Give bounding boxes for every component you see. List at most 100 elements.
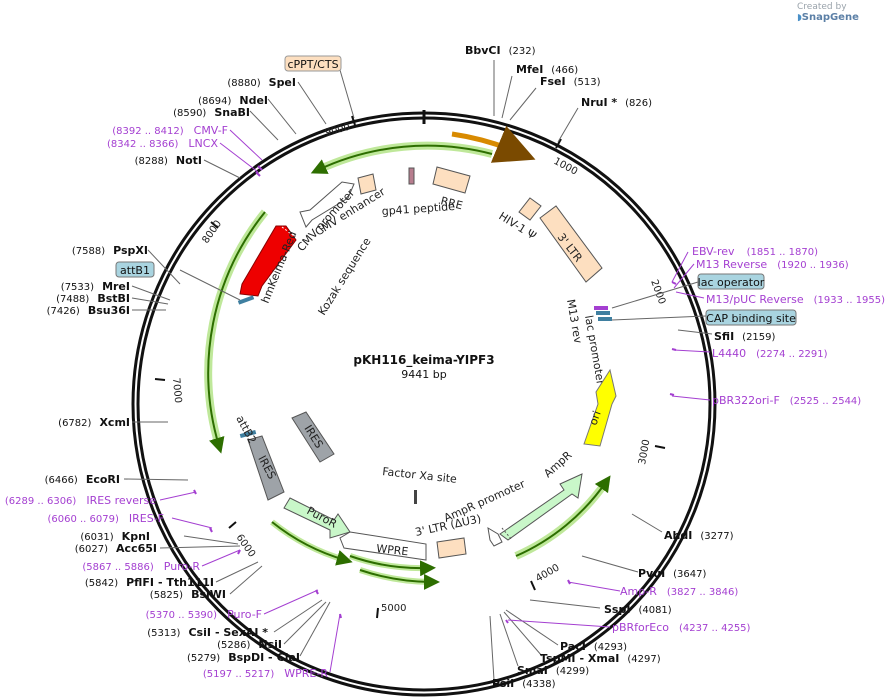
leader-mrei [131,285,171,301]
leader-snabi [249,110,279,141]
leader-cap [611,315,707,321]
arc-bottom-3-core [359,569,440,590]
feature-hiv-psi [518,197,542,221]
mark-pbrforeco [505,619,509,624]
tick-5000 [376,607,379,619]
keima-start-line [281,226,295,237]
mark-cmv-f [257,165,263,171]
leader-ahdi [631,513,663,533]
leader-lncx [219,142,259,173]
site-spei: (8880)SpeI [227,76,296,89]
primer-marks [193,165,677,624]
site-mrei: (7533)MreI [61,280,130,293]
tick-7000 [154,378,166,381]
label-ampr: AmpR [541,448,574,480]
leader-kpni [183,535,239,545]
feature-puror [283,497,351,539]
arc-bottom-1-core [271,521,353,566]
mark-l4440 [671,348,677,351]
mark-ampr [567,579,571,585]
feature-rre [432,166,471,194]
tick-label-4000: 4000 [534,562,562,584]
site-bstbi: (7488)BstBI [56,292,130,305]
leader-nsii [283,601,327,645]
primer-leader-lines [159,129,711,673]
tick-4000 [530,580,536,591]
primer-ebv-rev: EBV-rev(1851 .. 1870) [692,245,818,258]
leader-paci [505,609,559,646]
site-mfei: MfeI(466) [516,63,578,76]
primer-pbrforeco: pBRforEco(4237 .. 4255) [612,621,751,634]
primer-ires-reverse: (6289 .. 6306)IRES reverse [5,494,156,507]
leader-nrui [557,107,579,143]
primer-m13-reverse: M13 Reverse(1920 .. 1936) [696,258,849,271]
leader-bsiwi [229,565,263,595]
primer-wpre-r: (5197 .. 5217)WPRE-R [203,667,328,680]
box-lac-operator [697,273,765,290]
feature-ampr [499,473,583,541]
label-lac-promoter: lac promoter [582,314,607,386]
feature-gp41 [408,167,415,185]
tick-9000 [351,115,356,126]
tick-label-5000: 5000 [381,603,406,614]
mark-puro-f [315,589,319,595]
brand-name: SnapGene [801,12,859,23]
site-paci: PacI(4293) [560,640,627,653]
site-bsiwi: (5825)BsiWI [150,588,226,601]
box-attb1 [115,261,155,278]
site-sfii: SfiI(2159) [714,330,776,343]
feature-wpre [339,531,427,561]
leader-cmv-f [229,129,263,161]
leader-pbrforeco [507,619,611,628]
box-label-cppt: cPPT/CTS [287,58,338,71]
feature-hmkeima-red [239,225,297,297]
tick-6000 [228,521,237,529]
ampr-start-line [501,527,513,541]
leader-m13puc [675,291,705,299]
site-bsu36i: (7426)Bsu36I [47,304,130,317]
leader-pflfi [215,561,259,583]
tick-8000 [210,221,219,229]
leader-lines [123,60,713,681]
primer-lncx: (8342 .. 8366)LNCX [107,137,218,150]
arc-right-bottom-core [515,475,611,557]
leader-mfei [501,75,513,119]
box-cppt [284,55,342,72]
snapgene-logo-icon: ◗ [797,13,802,23]
plasmid-length: 9441 bp [401,368,446,381]
arc-bottom-2-core [349,555,436,577]
leader-puro-f [263,589,319,615]
mark-lncx [255,171,261,177]
leader-ecori [123,478,189,481]
leader-puro-r [201,549,241,567]
leader-tspmi [503,611,543,657]
site-fsei: FseI(513) [540,75,601,88]
mark-wpre-r [339,613,342,619]
box-label-cap: CAP binding site [706,312,796,325]
label-m13rev: M13 rev [564,298,585,345]
label-factor-xa: Factor Xa site [382,465,458,486]
label-rre: RRE [439,194,464,212]
created-by-label: Created by [797,2,847,12]
arc-left-core [207,211,266,454]
leader-amp-r [567,581,621,592]
mark-pbr322 [669,393,675,396]
leader-pvui [581,555,639,573]
feature-ori [583,368,617,447]
tick-label-7000: 7000 [170,377,183,403]
feature-3-ltr-du3 [436,537,467,559]
plasmid-name: pKH116_keima-YIPF3 [353,353,494,368]
feature-attb2-bar [239,429,257,439]
feature-small-box [357,173,377,195]
leader-attb1 [179,269,241,301]
leader-ires-f [171,517,213,529]
mark-puro-r [237,549,241,555]
arc-orange-top [451,125,536,163]
site-psii: PsiI(4338) [492,677,556,690]
feature-ampr-promoter [487,527,503,547]
leader-sspi [529,599,601,609]
leader-fsei [509,87,537,121]
leader-smai [499,613,519,667]
leader-acc65i [159,545,241,549]
